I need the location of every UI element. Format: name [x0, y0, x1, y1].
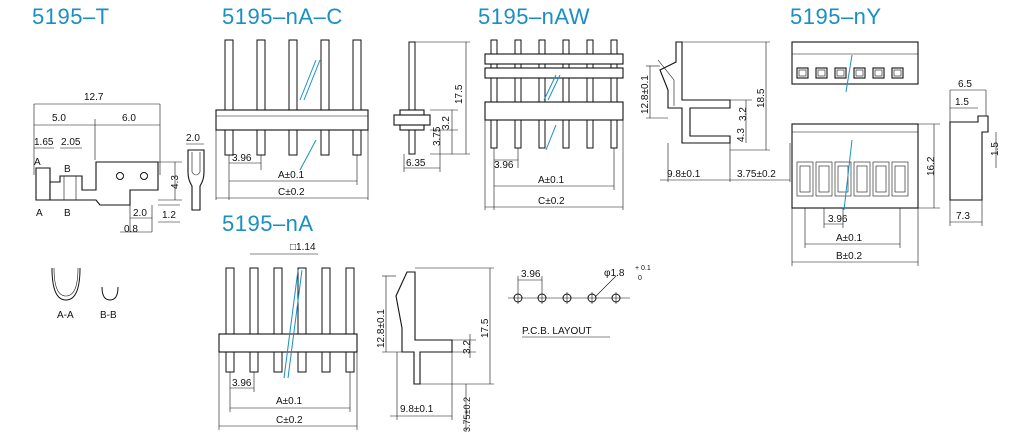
na-dim-a: A±0.1 [276, 396, 302, 407]
title-5195-na: 5195–nA [222, 211, 314, 236]
naw-drawing: 3.96 A±0.1 C±0.2 12.8±0.1 18.5 3.2 4.3 [484, 39, 791, 210]
naw-dim-4-3: 4.3 [736, 128, 747, 142]
ny-dim-b: B±0.2 [836, 251, 862, 262]
ny-dim-6-5: 6.5 [958, 79, 972, 90]
nac-dim-c: C±0.2 [278, 187, 305, 198]
title-5195-t: 5195–T [32, 4, 110, 29]
label-b-top: B [64, 164, 71, 175]
pcb-layout-label: P.C.B. LAYOUT [522, 326, 592, 337]
ny-dim-1-5a: 1.5 [955, 97, 969, 108]
pcb-tol-bottom: 0 [638, 275, 642, 282]
na-drawing: □1.14 3.96 A±0.1 C±0.2 [218, 242, 494, 432]
ny-dim-7-3: 7.3 [956, 211, 970, 222]
ny-dim-a: A±0.1 [836, 233, 862, 244]
na-dim-17-5: 17.5 [480, 318, 491, 338]
naw-dim-18-5: 18.5 [756, 88, 767, 108]
naw-dim-c: C±0.2 [538, 196, 565, 207]
title-5195-ny: 5195–nY [790, 4, 882, 29]
section-a-a: A-A [57, 310, 74, 321]
naw-dim-3-96: 3.96 [494, 160, 514, 171]
label-b-bottom: B [64, 208, 71, 219]
dim-1-65: 1.65 [34, 137, 54, 148]
dim-12-7: 12.7 [84, 92, 104, 103]
dim-6-0: 6.0 [122, 113, 136, 124]
ny-dim-1-5b: 1.5 [990, 142, 1001, 156]
naw-dim-12-8: 12.8±0.1 [640, 75, 651, 114]
na-dim-12-8: 12.8±0.1 [376, 309, 387, 348]
title-5195-na-c: 5195–nA–C [222, 4, 343, 29]
pcb-layout: 3.96 φ1.8 + 0.1 0 P.C.B. LAYOUT [508, 265, 651, 338]
naw-dim-a: A±0.1 [538, 175, 564, 186]
section-b-b: B-B [100, 310, 117, 321]
nac-dim-3-75: 3.75 [432, 126, 443, 146]
na-dim-1-14: □1.14 [290, 242, 316, 253]
pcb-dim-hole: φ1.8 [604, 268, 625, 279]
ny-dim-16-2: 16.2 [926, 156, 937, 176]
terminal-drawing: 12.7 5.0 6.0 1.65 2.05 A B A B [33, 92, 205, 321]
dim-2-0-top: 2.0 [186, 133, 200, 144]
ny-dim-3-96: 3.96 [828, 214, 848, 225]
label-a-top: A [34, 157, 41, 168]
ny-drawing: 16.2 3.96 A±0.1 B±0.2 6.5 1.5 1.5 [791, 41, 1001, 266]
dim-4-3: 4.3 [170, 175, 181, 189]
dim-2-0-bottom: 2.0 [133, 208, 147, 219]
dim-5-0: 5.0 [52, 113, 66, 124]
nac-dim-a: A±0.1 [278, 170, 304, 181]
naw-dim-3-2: 3.2 [738, 107, 749, 121]
dim-2-05: 2.05 [61, 137, 81, 148]
naw-dim-3-75: 3.75±0.2 [737, 169, 776, 180]
dim-1-2: 1.2 [162, 210, 176, 221]
label-a-bottom: A [36, 208, 43, 219]
pcb-dim-3-96: 3.96 [521, 269, 541, 280]
nac-dim-6-35: 6.35 [406, 158, 426, 169]
dim-0-8: 0.8 [124, 224, 138, 235]
na-c-drawing: 3.96 A±0.1 C±0.2 6.35 17.5 3.2 [215, 39, 470, 200]
title-5195-naw: 5195–nAW [478, 4, 591, 29]
nac-dim-3-2: 3.2 [441, 116, 452, 130]
na-dim-3-2: 3.2 [462, 340, 473, 354]
nac-dim-3-96: 3.96 [232, 153, 252, 164]
naw-dim-9-8: 9.8±0.1 [667, 169, 701, 180]
nac-dim-17-5: 17.5 [454, 84, 465, 104]
na-dim-3-75: 3.75±0.2 [462, 397, 472, 432]
pcb-tol-top: + 0.1 [635, 265, 651, 272]
na-dim-3-96: 3.96 [232, 378, 252, 389]
na-dim-9-8: 9.8±0.1 [400, 404, 434, 415]
na-dim-c: C±0.2 [276, 415, 303, 426]
